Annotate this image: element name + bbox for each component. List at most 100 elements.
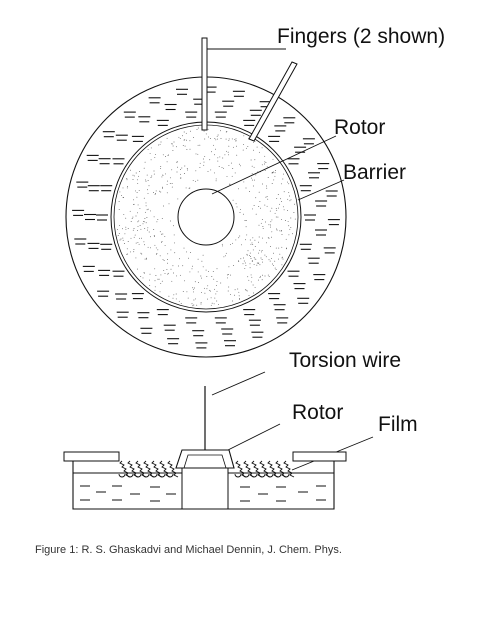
film-dot bbox=[267, 177, 269, 178]
water-dash bbox=[325, 190, 338, 197]
water-dash bbox=[214, 111, 227, 118]
film-dot bbox=[259, 277, 261, 278]
film-dot bbox=[238, 297, 240, 299]
film-dot bbox=[137, 229, 138, 231]
film-dot bbox=[129, 169, 131, 171]
film-dot bbox=[170, 268, 172, 270]
film-dot bbox=[259, 249, 261, 251]
film-dot bbox=[251, 242, 253, 244]
film-dot bbox=[122, 228, 123, 230]
film-dot bbox=[125, 228, 127, 230]
rotor-top-leader bbox=[211, 135, 337, 195]
film-dot bbox=[269, 260, 271, 262]
film-dot bbox=[287, 198, 289, 200]
film-dot bbox=[271, 219, 273, 221]
film-dot bbox=[193, 299, 195, 301]
film-dot bbox=[294, 203, 296, 205]
film-dot bbox=[178, 136, 180, 138]
film-dot bbox=[245, 289, 247, 291]
film-dot bbox=[135, 172, 137, 174]
film-dot bbox=[126, 178, 128, 179]
film-dot bbox=[261, 251, 263, 253]
film-dot bbox=[200, 303, 202, 305]
water-dash bbox=[97, 290, 110, 297]
film-dot bbox=[192, 179, 194, 181]
film-dot bbox=[223, 167, 225, 169]
film-dot bbox=[245, 220, 247, 221]
film-dot bbox=[183, 139, 185, 141]
film-dot bbox=[222, 157, 224, 159]
film-dot bbox=[176, 162, 178, 163]
film-dot bbox=[168, 203, 170, 205]
film-dot bbox=[288, 234, 290, 236]
film-dot bbox=[199, 144, 201, 146]
water-dash bbox=[276, 317, 289, 324]
film-dot bbox=[287, 210, 289, 212]
film-dot bbox=[189, 187, 191, 189]
film-dot bbox=[216, 290, 218, 292]
film-dot bbox=[187, 169, 189, 171]
film-dot bbox=[204, 138, 206, 140]
film-dot bbox=[273, 179, 275, 181]
film-dot bbox=[172, 145, 174, 147]
film-dot bbox=[277, 194, 279, 195]
film-dot bbox=[245, 264, 247, 266]
film-dot bbox=[233, 265, 235, 267]
film-dot bbox=[280, 230, 282, 232]
film-dot bbox=[169, 183, 171, 185]
water-dash bbox=[72, 209, 85, 216]
water-dash bbox=[84, 213, 96, 221]
film-dot bbox=[199, 167, 201, 169]
film-dot bbox=[244, 267, 246, 269]
film-dot bbox=[265, 256, 267, 258]
film-dot bbox=[119, 191, 121, 193]
film-dot bbox=[275, 216, 277, 218]
film-dot bbox=[253, 179, 255, 181]
film-dot bbox=[147, 246, 149, 248]
film-dot bbox=[245, 226, 247, 228]
film-dot bbox=[204, 292, 206, 294]
film-dot bbox=[261, 279, 263, 281]
water-dash bbox=[317, 163, 330, 170]
film-dot bbox=[173, 141, 175, 143]
film-dot bbox=[171, 169, 173, 171]
film-dot bbox=[117, 235, 119, 236]
film-dot bbox=[235, 140, 237, 142]
film-dot bbox=[281, 257, 283, 259]
film-dot bbox=[257, 279, 259, 281]
film-dot bbox=[261, 250, 263, 251]
film-dot bbox=[162, 258, 164, 260]
film-dot bbox=[261, 219, 263, 221]
film-dot bbox=[293, 212, 295, 213]
film-dot bbox=[194, 287, 195, 289]
film-dot bbox=[266, 205, 268, 207]
film-dot bbox=[280, 198, 282, 200]
water-dash bbox=[283, 117, 296, 124]
film-dot bbox=[243, 135, 245, 137]
film-dot bbox=[144, 228, 146, 230]
film-dot bbox=[162, 174, 164, 176]
film-dot bbox=[249, 267, 251, 269]
film-dot bbox=[265, 162, 267, 163]
film-dot bbox=[141, 237, 142, 239]
film-dot bbox=[167, 273, 169, 275]
film-dot bbox=[243, 181, 245, 183]
film-dot bbox=[154, 268, 156, 270]
film-dot bbox=[269, 226, 271, 228]
film-dot bbox=[254, 286, 256, 288]
film-dot bbox=[173, 234, 175, 236]
water-dash bbox=[243, 309, 256, 316]
film-dot bbox=[161, 176, 163, 178]
film-dot bbox=[144, 161, 146, 163]
film-dot bbox=[249, 191, 251, 192]
film-dot bbox=[274, 267, 276, 269]
film-dot bbox=[228, 138, 230, 140]
left-rim-plate bbox=[63, 451, 120, 462]
film-molecule bbox=[282, 460, 295, 478]
film-dot bbox=[264, 163, 266, 165]
rotor-side-label: Rotor bbox=[292, 401, 343, 424]
film-dot bbox=[158, 144, 160, 146]
film-dot bbox=[244, 262, 246, 264]
film-dot bbox=[249, 252, 251, 254]
